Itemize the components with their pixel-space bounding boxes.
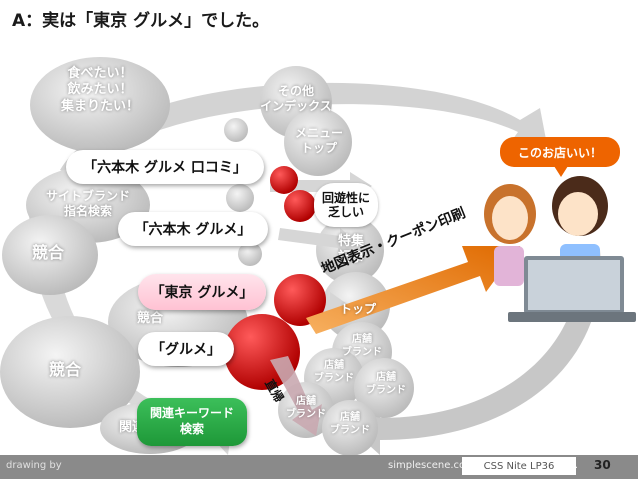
keyword-gourmet: 「グルメ」	[138, 332, 234, 366]
menu-node	[284, 108, 352, 176]
low-loop-callout: 回遊性に 乏しい	[314, 183, 378, 227]
red-node-2	[284, 190, 316, 222]
red-node-3	[274, 274, 326, 326]
wants-label: 食べたい！ 飲みたい！ 集まりたい！	[60, 66, 139, 114]
brand-search-label: サイトブランド 指名検索	[45, 189, 130, 218]
shop-brand-label-4: 店舗 ブランド	[286, 396, 326, 420]
kyogo-bottom-blob	[0, 316, 140, 428]
page-title: A：実は「東京 グルメ」でした。	[12, 11, 270, 31]
flow-ring	[60, 82, 548, 180]
feature-node	[316, 216, 384, 284]
orange-arrow	[306, 246, 520, 334]
menu-top-label: メニュー トップ	[294, 126, 343, 155]
speech-bubble: このお店いい！	[500, 137, 620, 177]
other-index-label: その他 インデックス	[260, 84, 332, 113]
footer-credit: drawing by	[6, 460, 62, 471]
direct-arrow	[270, 356, 322, 436]
kyogo-mid-label: 競合	[136, 311, 163, 326]
small-node-1	[224, 118, 248, 142]
kyogo-left-blob	[2, 215, 98, 295]
shop-brand-label-2: 店舗 ブランド	[314, 360, 354, 384]
keyword-roppongi-review: 「六本木 グルメ 口コミ」	[66, 150, 264, 184]
page-number: 30	[594, 458, 611, 472]
wants-blob	[30, 57, 170, 153]
shop-brand-label-3: 店舗 ブランド	[366, 372, 406, 396]
shop-top-label: トップ	[339, 302, 376, 316]
kyogo-left-label: 競合	[31, 243, 64, 262]
small-node-3	[238, 242, 262, 266]
shop-3-node	[354, 358, 414, 418]
shop-brand-label-1: 店舗 ブランド	[342, 334, 382, 358]
keyword-tokyo: 「東京 グルメ」	[138, 274, 266, 310]
keyword-roppongi: 「六本木 グルメ」	[118, 212, 268, 246]
footer-bar: drawing by simplescene.com All Rights Re…	[0, 455, 638, 479]
footer-event: CSS Nite LP36	[462, 457, 576, 475]
feature-label: 特集 記事	[337, 234, 364, 266]
shop-5-node	[322, 400, 378, 456]
red-node-1	[270, 166, 298, 194]
small-node-2	[226, 184, 254, 212]
site-loop-label: サイト内回遊	[366, 155, 457, 173]
related-keyword-search-badge: 関連キーワード 検索	[137, 398, 247, 446]
kyogo-bottom-label: 競合	[48, 360, 81, 379]
shop-brand-label-5: 店舗 ブランド	[330, 412, 370, 436]
